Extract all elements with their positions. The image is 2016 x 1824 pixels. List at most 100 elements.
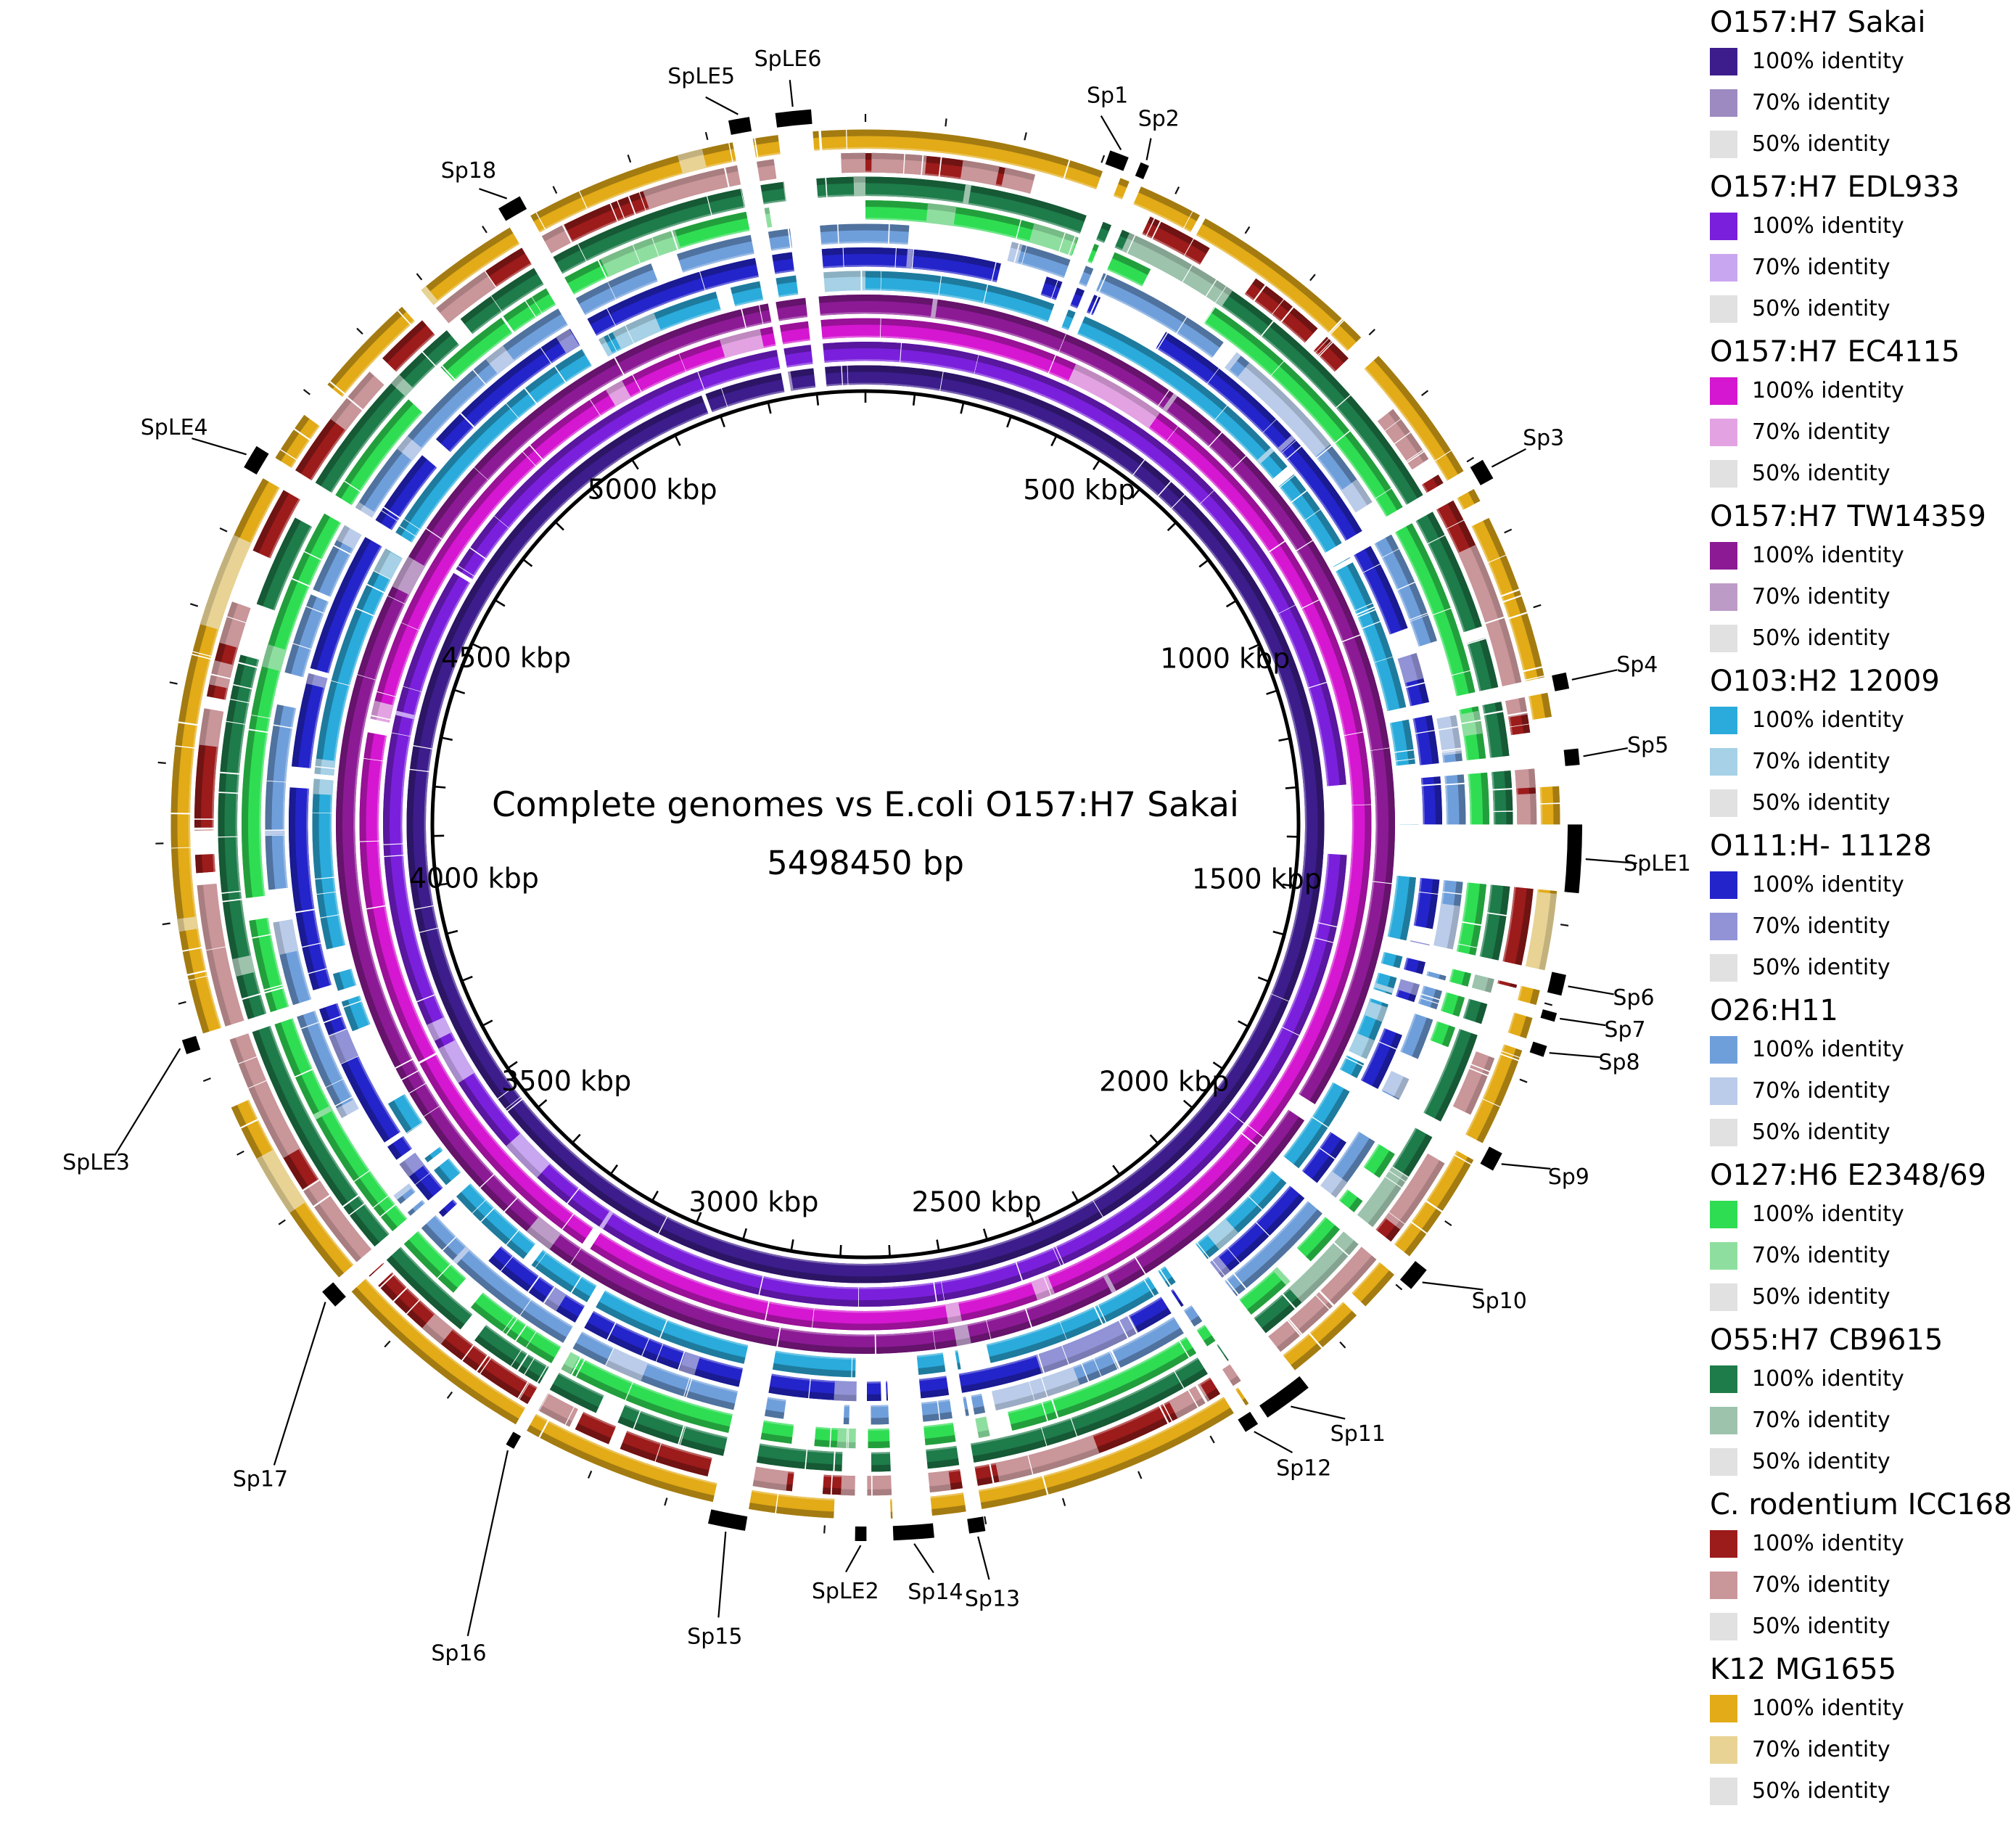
legend-color-swatch xyxy=(1710,1365,1737,1393)
island-label: Sp16 xyxy=(431,1641,486,1667)
ring-inner-edge xyxy=(353,312,1378,1336)
island-label: Sp6 xyxy=(1613,985,1654,1011)
ring-70pct-bevel xyxy=(427,1022,541,1178)
legend-item-label: 50% identity xyxy=(1752,1778,1890,1804)
legend-genome-title: C. rodentium ICC168 xyxy=(1710,1488,2012,1521)
scale-label: 2500 kbp xyxy=(912,1186,1042,1218)
scale-label: 1500 kbp xyxy=(1192,863,1322,895)
legend-item: 70% identity xyxy=(1710,1564,2016,1606)
island-label: SpLE2 xyxy=(812,1579,879,1604)
legend-item: 70% identity xyxy=(1710,576,2016,617)
island-leader-line xyxy=(192,437,247,456)
legend-item: 50% identity xyxy=(1710,1606,2016,1647)
legend-item-label: 70% identity xyxy=(1752,1078,1890,1104)
legend-item: 50% identity xyxy=(1710,1276,2016,1318)
legend-item: 100% identity xyxy=(1710,1029,2016,1070)
ring-base xyxy=(406,365,1325,1283)
legend-item-label: 100% identity xyxy=(1752,213,1904,239)
legend-item-label: 70% identity xyxy=(1752,584,1890,609)
legend-item-label: 100% identity xyxy=(1752,1531,1904,1556)
scale-label: 3000 kbp xyxy=(688,1186,818,1217)
legend-item-label: 70% identity xyxy=(1752,90,1890,115)
scale-label: 1000 kbp xyxy=(1160,642,1290,674)
legend-color-swatch xyxy=(1710,1735,1737,1764)
legend-color-swatch xyxy=(1710,871,1737,899)
island-label: Sp4 xyxy=(1616,652,1658,678)
island-leader-line xyxy=(977,1536,990,1580)
legend-item: 70% identity xyxy=(1710,82,2016,123)
ring-base xyxy=(336,295,1395,1354)
legend-item: 50% identity xyxy=(1710,1770,2016,1812)
ring-o157-h7-edl933 xyxy=(383,342,1349,1307)
island-leader-line xyxy=(845,1545,862,1573)
legend-genome-title: O157:H7 EDL933 xyxy=(1710,171,1960,204)
island-leader-line xyxy=(789,80,794,107)
legend-genome-title: O111:H- 11128 xyxy=(1710,829,1932,863)
legend-genome-title: O103:H2 12009 xyxy=(1710,665,1940,698)
legend-item: 100% identity xyxy=(1710,864,2016,905)
ring-inner-edge xyxy=(377,335,1354,1313)
island-leader-line xyxy=(1571,669,1618,681)
ring-bevel xyxy=(359,318,1372,1331)
legend-item-label: 70% identity xyxy=(1752,255,1890,280)
island-label: Sp8 xyxy=(1598,1050,1639,1075)
legend-item-label: 50% identity xyxy=(1752,1120,1890,1145)
island-label: Sp9 xyxy=(1548,1164,1589,1190)
legend-color-swatch xyxy=(1710,583,1737,611)
legend-genome-title: O157:H7 TW14359 xyxy=(1710,500,1986,533)
legend-color-swatch xyxy=(1710,789,1737,817)
legend-item-label: 70% identity xyxy=(1752,419,1890,445)
island-leader-line xyxy=(1568,985,1614,995)
legend-item-label: 70% identity xyxy=(1752,1737,1890,1762)
scale-label: 2000 kbp xyxy=(1099,1066,1229,1098)
legend-color-swatch xyxy=(1710,1447,1737,1476)
legend-color-swatch xyxy=(1710,89,1737,117)
legend-item: 70% identity xyxy=(1710,247,2016,288)
legend-item: 70% identity xyxy=(1710,905,2016,947)
legend-item-label: 50% identity xyxy=(1752,296,1890,321)
plot-title: Complete genomes vs E.coli O157:H7 Sakai xyxy=(492,785,1239,825)
legend-item: 70% identity xyxy=(1710,1400,2016,1441)
legend-color-swatch xyxy=(1710,253,1737,282)
scale-label: 3500 kbp xyxy=(501,1065,631,1097)
legend-item: 50% identity xyxy=(1710,123,2016,165)
island-label: Sp7 xyxy=(1604,1017,1645,1043)
island-leader-line xyxy=(114,1048,181,1156)
scale-label: 4500 kbp xyxy=(441,641,571,673)
island-label: SpLE4 xyxy=(141,415,208,440)
legend-color-swatch xyxy=(1710,1777,1737,1805)
legend-genome-title: O157:H7 EC4115 xyxy=(1710,335,1960,369)
island-leader-line xyxy=(717,1532,727,1618)
island-label: Sp3 xyxy=(1523,426,1564,451)
legend-item: 50% identity xyxy=(1710,288,2016,329)
legend-color-swatch xyxy=(1710,377,1737,405)
island-leader-line xyxy=(1291,1405,1346,1420)
legend-color-swatch xyxy=(1710,1406,1737,1434)
legend-item-label: 50% identity xyxy=(1752,461,1890,486)
island-leader-line xyxy=(1560,1017,1606,1027)
scale-ring xyxy=(155,114,1576,1534)
legend-color-swatch xyxy=(1710,1283,1737,1311)
legend-item-label: 50% identity xyxy=(1752,1284,1890,1310)
island-label: Sp11 xyxy=(1330,1421,1386,1447)
ring-o157-h7-ec4115 xyxy=(359,318,1372,1331)
legend-item-label: 50% identity xyxy=(1752,625,1890,651)
legend-color-swatch xyxy=(1710,1200,1737,1228)
legend-color-swatch xyxy=(1710,1612,1737,1640)
legend-color-swatch xyxy=(1710,706,1737,734)
legend-color-swatch xyxy=(1710,1035,1737,1064)
island-label: Sp5 xyxy=(1627,733,1669,758)
island-annotations: Sp1Sp2Sp3Sp4Sp5SpLE1Sp6Sp7Sp8Sp9Sp10Sp11… xyxy=(62,46,1691,1667)
legend-item: 100% identity xyxy=(1710,41,2016,82)
scale-circle xyxy=(430,389,1301,1260)
legend-color-swatch xyxy=(1710,459,1737,488)
legend-item-label: 100% identity xyxy=(1752,1037,1904,1062)
legend-item-label: 100% identity xyxy=(1752,1696,1904,1721)
